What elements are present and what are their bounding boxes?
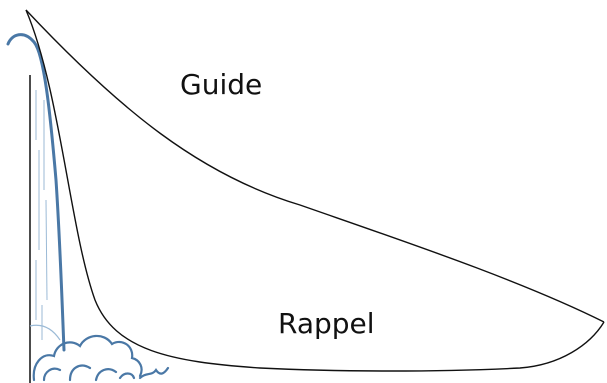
waterfall-streaks <box>36 90 47 340</box>
rappel-label: Rappel <box>278 310 375 338</box>
spray-cloud <box>34 336 168 380</box>
guide-route <box>26 10 604 322</box>
guide-label: Guide <box>180 71 262 99</box>
splash-arc <box>30 325 60 340</box>
